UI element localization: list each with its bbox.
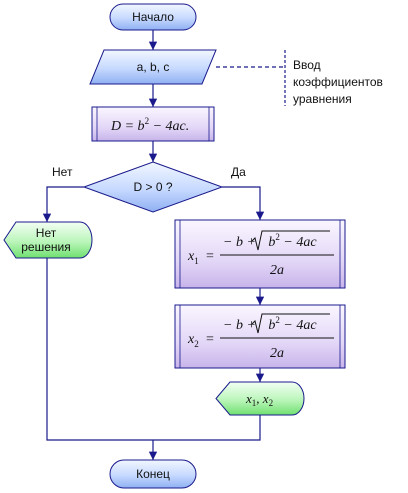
discriminant-process: D = b2 − 4ac. (91, 106, 215, 142)
x1-denominator: 2a (270, 263, 284, 278)
x1-variable: x1 (187, 249, 199, 266)
discriminant-exponent: 2 (145, 116, 150, 126)
connector-output-merge (153, 415, 261, 441)
x1-process: x1 = − b + b2 − 4ac 2a (174, 219, 346, 289)
yes-branch-label: Да (231, 165, 246, 179)
connector-condition-no (42, 186, 84, 222)
x2-denominator: 2a (270, 346, 284, 361)
discriminant-formula: D = b2 − 4ac. (110, 116, 189, 134)
no-branch-label: Нет (52, 165, 73, 179)
input-label: a, b, c (137, 60, 170, 74)
connector-condition-yes (222, 186, 265, 220)
comment-line-1: Ввод (293, 58, 321, 72)
comment-line-2: коэффициентов (293, 75, 383, 89)
discriminant-rhs: − 4ac. (149, 119, 189, 134)
no-solution-line-1: Нет (36, 226, 57, 240)
x1-equals: = (206, 249, 214, 264)
discriminant-lhs: D = b (110, 119, 145, 134)
end-label: Конец (136, 467, 170, 481)
start-label: Начало (132, 10, 174, 24)
no-solution-line-2: решения (21, 240, 70, 254)
condition-diamond: D > 0 ? (82, 161, 224, 213)
input-parallelogram: a, b, c (89, 49, 217, 85)
x2-equals: = (206, 332, 214, 347)
x2-sqrt-symbol (251, 313, 330, 334)
comment-line-3: уравнения (293, 92, 352, 106)
x2-process: x2 = − b + b2 − 4ac 2a (174, 304, 346, 369)
condition-label: D > 0 ? (133, 180, 172, 194)
connector-nosolution-merge (46, 258, 153, 441)
x1-numerator: − b + b2 − 4ac (223, 232, 317, 250)
no-solution-display: Нет решения (3, 221, 93, 259)
output-label: x1, x2 (245, 391, 273, 408)
x2-numerator: − b + b2 − 4ac (223, 315, 317, 333)
start-terminator: Начало (109, 3, 197, 31)
output-display: x1, x2 (215, 381, 305, 416)
x2-variable: x2 (187, 332, 199, 349)
end-terminator: Конец (109, 459, 197, 489)
x1-sqrt-symbol (251, 230, 330, 251)
